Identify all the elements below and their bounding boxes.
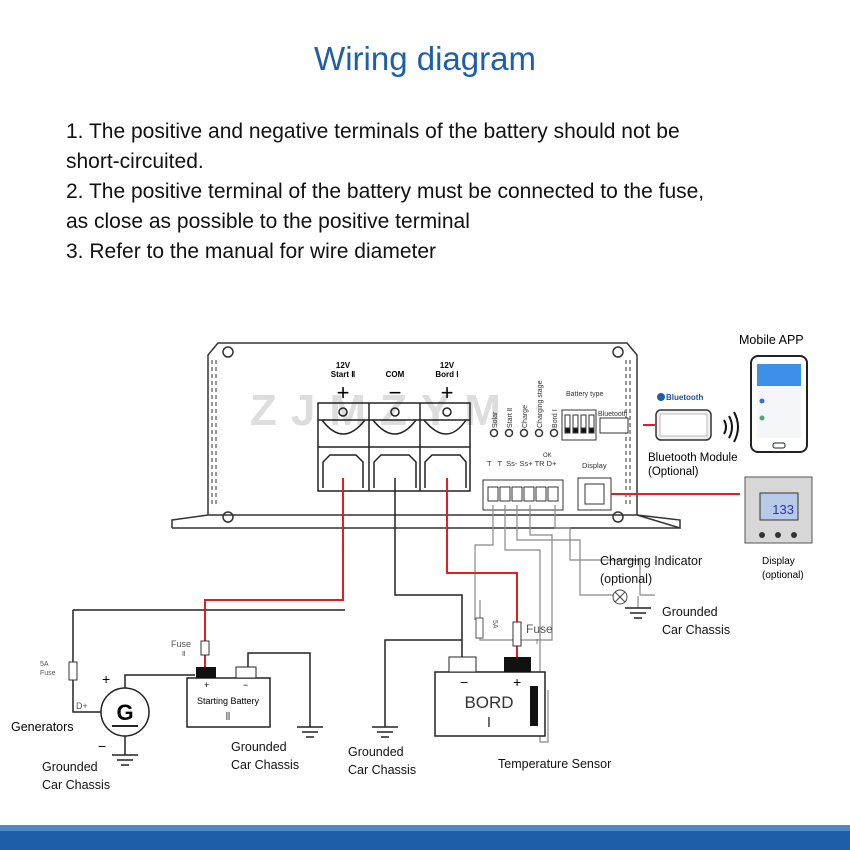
note-line: 1. The positive and negative terminals o… xyxy=(66,120,680,143)
generator-plus: + xyxy=(102,671,110,687)
bord-label: BORD xyxy=(464,693,513,712)
display-value: 133 xyxy=(772,502,794,517)
led-label: Start Ⅱ xyxy=(507,408,514,428)
led-label: Charge xyxy=(522,405,529,428)
grounded-label: Grounded xyxy=(662,605,718,619)
terminal-start: 12V Start Ⅱ + xyxy=(331,361,355,405)
wireless-signal-icon xyxy=(723,411,739,443)
bluetooth-optional-label: (Optional) xyxy=(648,466,699,478)
battery-num: Ⅱ xyxy=(225,711,230,723)
note-line: as close as possible to the positive ter… xyxy=(66,210,470,233)
ok-label: OK xyxy=(543,453,552,459)
fuse-5a-generator: 5A Fuse xyxy=(40,661,78,681)
watermark: ZJMZYM xyxy=(250,386,515,435)
positive-wires xyxy=(204,424,740,668)
charging-optional-label: (optional) xyxy=(600,572,652,586)
led-indicators: Solar Start Ⅱ Charge Charging stage Bord… xyxy=(489,380,559,438)
page-title: Wiring diagram xyxy=(314,40,536,77)
led-label: Bord Ⅰ xyxy=(552,409,559,428)
fuse-label: Fuse xyxy=(40,670,56,677)
battery-plus: + xyxy=(204,680,209,690)
grounded-label: Grounded xyxy=(231,740,287,754)
mobile-app-label: Mobile APP xyxy=(739,333,804,347)
display-module: 133 xyxy=(744,476,813,544)
bord-battery: − + BORD Ⅰ xyxy=(434,656,546,737)
display-optional-label: (optional) xyxy=(762,570,804,581)
grounded-label: Grounded xyxy=(348,745,404,759)
fuse-label: Fuse xyxy=(171,639,191,649)
ground-wires xyxy=(72,478,463,755)
note-line: 3. Refer to the manual for wire diameter xyxy=(66,240,437,263)
display-port-label: Display xyxy=(582,461,607,470)
car-chassis-label: Car Chassis xyxy=(662,623,730,637)
led-label: Charging stage xyxy=(537,380,544,428)
bord-num: Ⅰ xyxy=(487,714,491,730)
car-chassis-label: Car Chassis xyxy=(42,778,110,792)
note-line: short-circuited. xyxy=(66,150,204,173)
fuse-label: Fuse xyxy=(526,622,553,636)
bluetooth-module-label: Bluetooth Module xyxy=(648,452,738,464)
fuse-5a-signal: 5A xyxy=(475,617,498,639)
note-line: 2. The positive terminal of the battery … xyxy=(66,180,705,203)
grounded-label: Grounded xyxy=(42,760,98,774)
display-label: Display xyxy=(762,556,795,567)
car-chassis-label: Car Chassis xyxy=(231,758,299,772)
charger-device xyxy=(171,342,681,530)
starting-battery: + − Starting Battery Ⅱ xyxy=(186,666,271,728)
terminal-sign: + xyxy=(441,380,454,405)
terminal-sign: − xyxy=(389,380,402,405)
terminal-blocks xyxy=(317,402,471,492)
battery-minus: − xyxy=(460,674,468,690)
ground-symbols xyxy=(112,607,651,766)
display-port xyxy=(577,477,612,511)
generator: G + − D+ xyxy=(76,671,150,754)
terminal-sign: + xyxy=(337,380,350,405)
battery-minus: − xyxy=(243,680,248,690)
battery-type-label: Battery type xyxy=(566,391,603,398)
temperature-sensor xyxy=(530,686,538,726)
terminal-com: COM − xyxy=(386,370,405,405)
generator-letter: G xyxy=(116,700,133,725)
bluetooth-port-label: Bluetooth xyxy=(598,411,628,418)
fuse-start: Fuse Ⅱ xyxy=(171,639,210,658)
dip-switch[interactable] xyxy=(561,409,597,441)
terminal-label: 12V xyxy=(440,361,455,370)
fuse-label: 5A xyxy=(491,620,498,629)
terminal-block-pins: T T Ss- Ss+ TR D+ xyxy=(487,459,557,468)
ground-labels: Grounded Car Chassis Grounded Car Chassi… xyxy=(42,554,730,792)
fuse-bord: Fuse Ⅰ xyxy=(512,621,553,647)
terminal-label: 12V xyxy=(336,361,351,370)
bluetooth-module xyxy=(655,409,712,441)
charging-indicator-lamp xyxy=(612,589,628,605)
terminal-label: Bord Ⅰ xyxy=(435,370,458,379)
charging-indicator-label: Charging Indicator xyxy=(600,554,702,568)
fuse-num: Ⅱ xyxy=(182,651,185,658)
temperature-sensor-label: Temperature Sensor xyxy=(498,757,611,771)
generators-label: Generators xyxy=(11,720,74,734)
fuse-num: Ⅰ xyxy=(536,639,538,646)
fuse-label: 5A xyxy=(40,661,49,668)
battery-plus: + xyxy=(513,674,521,690)
footer-bar xyxy=(0,825,850,850)
starting-battery-label: Starting Battery xyxy=(197,696,260,706)
bluetooth-logo: Bluetooth xyxy=(666,393,703,402)
terminal-bord: 12V Bord Ⅰ + xyxy=(435,361,458,405)
bluetooth-port xyxy=(599,417,629,434)
led-label: Solar xyxy=(492,411,499,428)
footer-stripe xyxy=(0,825,850,831)
signal-terminal-block xyxy=(482,479,564,511)
mobile-phone xyxy=(750,355,808,453)
d-plus-label: D+ xyxy=(76,701,88,711)
terminal-label: COM xyxy=(386,370,405,379)
terminal-label: Start Ⅱ xyxy=(331,370,355,379)
bluetooth-icon xyxy=(657,393,665,401)
generator-minus: − xyxy=(98,738,106,754)
car-chassis-label: Car Chassis xyxy=(348,763,416,777)
